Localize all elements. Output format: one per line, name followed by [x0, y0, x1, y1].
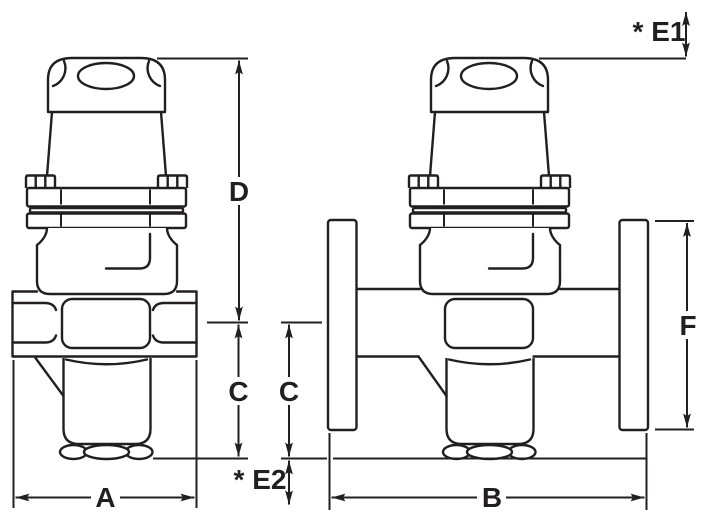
dimension-label-e2: * E2 — [234, 464, 287, 495]
left-valve-pilot-line — [104, 232, 152, 270]
right-valve-lower-body — [417, 355, 537, 461]
right-valve-pipe-stubs — [355, 287, 621, 358]
left-valve-diaphragm-chamber — [35, 227, 179, 296]
right-cap-oval-recess — [459, 61, 519, 91]
left-body-chamfer-line — [34, 356, 65, 398]
left-cap-oval-recess — [76, 61, 136, 91]
right-cap-side-arc-left — [434, 59, 450, 88]
right-lower-body-arc — [447, 358, 532, 366]
dimension-label-a: A — [95, 482, 115, 513]
left-valve-cap — [46, 56, 167, 114]
left-valve-lower-body — [34, 356, 154, 461]
dimension-label-f: F — [679, 310, 696, 341]
right-valve-flange-bolts — [407, 174, 572, 190]
right-valve-bonnet — [428, 110, 551, 178]
dimension-label-c-left: C — [228, 376, 248, 407]
left-valve-flange-bolts — [24, 174, 189, 190]
left-valve-bottom-plug-nut — [58, 443, 154, 461]
right-thread-line — [151, 334, 198, 344]
dimension-label-b: B — [482, 482, 502, 513]
right-valve-diaphragm-chamber — [418, 227, 562, 296]
right-valve-pilot-line — [487, 232, 535, 270]
left-lower-body-arc — [64, 358, 149, 366]
left-thread-line — [11, 334, 58, 344]
dimension-label-e1: * E1 — [633, 16, 686, 47]
right-valve-flanged-view — [326, 56, 650, 461]
left-valve-bonnet — [45, 110, 168, 178]
right-valve-flange-joint — [408, 186, 571, 230]
left-valve-flange-joint — [25, 186, 188, 230]
right-valve-cap — [429, 56, 550, 114]
right-thread-line — [151, 301, 198, 312]
right-valve-inlet-flange — [326, 218, 358, 432]
dimension-label-c-right: C — [279, 376, 299, 407]
left-valve-body — [11, 290, 198, 358]
right-cap-side-arc-right — [529, 59, 545, 88]
left-cap-side-arc-left — [51, 59, 67, 88]
right-body-chamfer-line — [417, 355, 448, 398]
left-valve-inner-body — [60, 297, 152, 350]
dimension-annotations: D C C F A B * E1 * E2 — [12, 12, 701, 513]
left-cap-side-arc-right — [146, 59, 162, 88]
right-valve-outlet-flange — [618, 218, 650, 432]
right-valve-bottom-plug-nut — [441, 443, 537, 461]
dimension-label-d: D — [229, 176, 249, 207]
left-thread-line — [11, 301, 58, 312]
right-valve-inner-body — [443, 297, 535, 350]
left-valve-threaded-view — [11, 56, 198, 461]
